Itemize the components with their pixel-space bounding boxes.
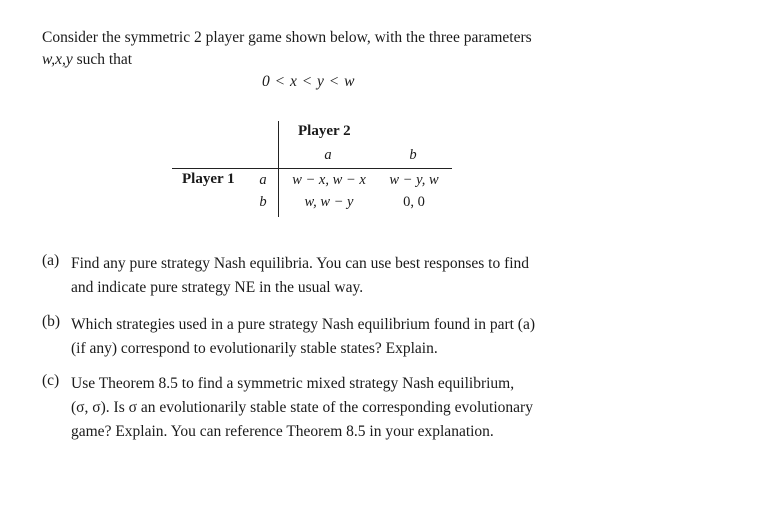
question-c-line-3: game? Explain. You can reference Theorem… xyxy=(71,423,494,440)
question-a-line-1: Find any pure strategy Nash equilibria. … xyxy=(71,255,530,272)
question-b-label: (b) xyxy=(42,313,61,330)
row-strategy-b: b xyxy=(259,194,267,210)
question-a-text: Find any pure strategy Nash equilibria. … xyxy=(71,252,591,300)
intro-line-1: Consider the symmetric 2 player game sho… xyxy=(42,29,532,46)
column-strategy-b: b xyxy=(409,147,417,163)
row-player-label: Player 1 xyxy=(182,171,235,187)
question-b-text: Which strategies used in a pure strategy… xyxy=(71,313,591,361)
question-b-line-2: (if any) correspond to evolutionarily st… xyxy=(71,340,438,357)
question-c-text: Use Theorem 8.5 to find a symmetric mixe… xyxy=(71,372,591,444)
question-a-line-2: and indicate pure strategy NE in the usu… xyxy=(71,279,364,296)
intro-line-2: w,x,y such that xyxy=(42,49,132,71)
column-strategy-a: a xyxy=(324,147,332,163)
question-b-line-1: Which strategies used in a pure strategy… xyxy=(71,316,536,333)
table-vertical-rule xyxy=(278,121,279,217)
payoff-cell-a-a: w − x, w − x xyxy=(292,172,366,188)
question-c-label: (c) xyxy=(42,372,60,389)
question-c-line-2: (σ, σ). Is σ an evolutionarily stable st… xyxy=(71,399,533,416)
row-strategy-a: a xyxy=(259,172,267,188)
parameter-inequality: 0 < x < y < w xyxy=(262,73,355,90)
parameters-math: w,x,y xyxy=(42,51,73,68)
payoff-cell-a-b: w − y, w xyxy=(389,172,439,188)
payoff-cell-b-a: w, w − y xyxy=(304,194,354,210)
intro-line-2-text: such that xyxy=(72,51,133,68)
column-player-label: Player 2 xyxy=(298,123,351,139)
question-a-label: (a) xyxy=(42,252,60,269)
question-c-line-1: Use Theorem 8.5 to find a symmetric mixe… xyxy=(71,375,515,392)
payoff-cell-b-b: 0, 0 xyxy=(403,194,425,210)
table-horizontal-rule xyxy=(172,168,452,169)
